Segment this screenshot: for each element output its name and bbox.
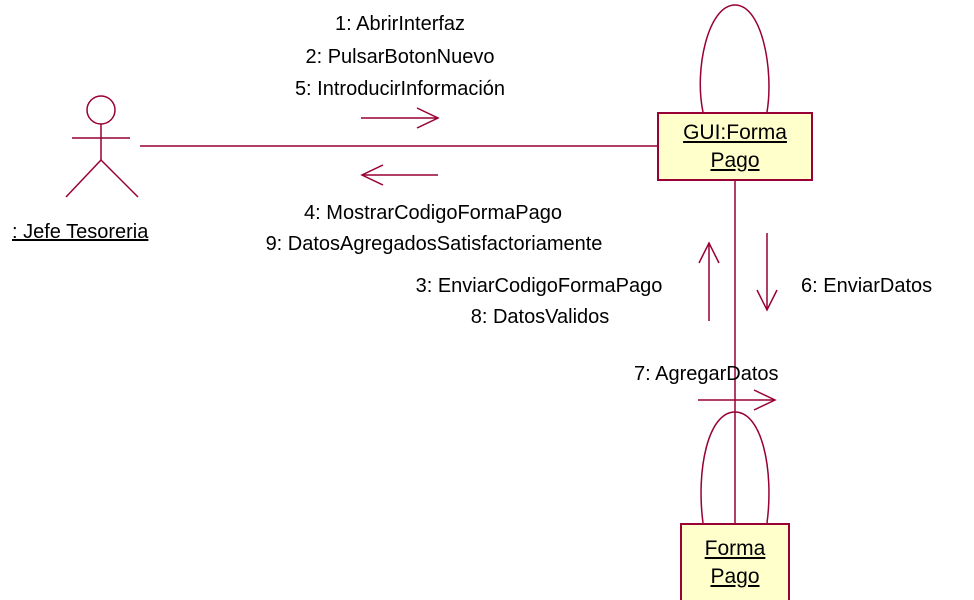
entity-object-name-line1: Forma (704, 536, 766, 560)
gui-object-name-line2: Pago (710, 148, 760, 172)
message-label: 5: IntroducirInformación (294, 78, 506, 100)
message-label: 8: DatosValidos (470, 306, 610, 328)
actor-icon (65, 95, 139, 198)
message-label: 3: EnviarCodigoFormaPago (415, 275, 663, 297)
message-label: 6: EnviarDatos (801, 275, 933, 297)
message-label: 1: AbrirInterfaz (334, 13, 466, 35)
forma-pago-object: Forma Pago (680, 523, 790, 600)
arrow-left-icon (360, 164, 438, 186)
message-label: 4: MostrarCodigoFormaPago (304, 202, 562, 224)
message-label: 9: DatosAgregadosSatisfactoriamente (265, 233, 603, 255)
arrow-right-self-icon (698, 389, 777, 411)
arrow-up-icon (698, 241, 720, 321)
entity-self-loop (700, 411, 770, 524)
gui-object-name-line1: GUI:Forma (683, 120, 787, 144)
message-label: 2: PulsarBotonNuevo (305, 46, 495, 68)
actor-name: : Jefe Tesoreria (12, 221, 149, 243)
entity-object-name-line2: Pago (710, 564, 760, 588)
message-label: 7: AgregarDatos (634, 363, 779, 385)
gui-self-loop (699, 4, 770, 113)
arrow-down-icon (756, 233, 778, 312)
gui-forma-pago-object: GUI:Forma Pago (657, 112, 813, 181)
arrow-right-icon (361, 107, 440, 129)
